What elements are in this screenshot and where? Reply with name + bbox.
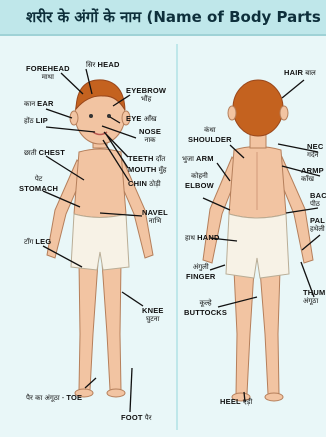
label-palm: PAL हथेली bbox=[310, 216, 325, 234]
label-finger: अंगुली FINGER bbox=[186, 263, 216, 281]
label-eye: EYE आँख bbox=[126, 114, 157, 124]
back-head bbox=[233, 80, 283, 136]
front-figure bbox=[47, 80, 153, 397]
front-right-foot bbox=[107, 389, 125, 397]
label-thumb: THUM अंगूठा bbox=[303, 288, 325, 306]
label-stomach: पेट STOMACH bbox=[19, 175, 58, 193]
label-mouth: MOUTH मुँह bbox=[128, 165, 167, 175]
label-foot: FOOT पैर bbox=[121, 413, 152, 423]
label-back: BAC पीठ bbox=[310, 191, 326, 209]
label-neck: NEC गर्दन bbox=[307, 142, 323, 160]
front-left-eye bbox=[89, 114, 93, 118]
label-navel: NAVEL नाभि bbox=[142, 208, 168, 226]
label-knee: KNEE घुटना bbox=[142, 306, 164, 324]
label-forehead: FOREHEAD माथा bbox=[26, 64, 70, 82]
front-right-leg bbox=[102, 262, 121, 390]
back-left-ear bbox=[228, 106, 236, 120]
label-chest: छाती CHEST bbox=[24, 148, 65, 158]
front-torso bbox=[74, 149, 126, 218]
front-left-leg bbox=[79, 262, 98, 390]
label-nose: NOSE नाक bbox=[139, 127, 161, 145]
label-ear: कान EAR bbox=[24, 99, 54, 109]
label-chin: CHIN ठोड़ी bbox=[128, 179, 161, 189]
label-armpit: ARMP काँख bbox=[301, 166, 324, 184]
label-teeth: TEETH दाँत bbox=[128, 154, 165, 164]
label-elbow: कोहनी ELBOW bbox=[185, 172, 214, 190]
back-right-ear bbox=[280, 106, 288, 120]
label-leg: टाँग LEG bbox=[24, 237, 51, 247]
back-right-leg bbox=[260, 270, 280, 394]
back-left-leg bbox=[234, 270, 254, 394]
back-shorts bbox=[226, 214, 289, 278]
label-shoulder: कंधा SHOULDER bbox=[188, 126, 232, 144]
label-heel: HEEL एड़ी bbox=[220, 397, 252, 407]
label-head: सिर HEAD bbox=[86, 60, 120, 70]
label-hair: HAIR बाल bbox=[284, 68, 316, 78]
label-lip: होंठ LIP bbox=[24, 116, 48, 126]
front-shorts bbox=[71, 214, 129, 270]
label-hand: हाथ HAND bbox=[185, 233, 220, 243]
label-buttocks: कूल्हे BUTTOCKS bbox=[184, 299, 227, 317]
label-toe: पैर का अंगूठा - TOE bbox=[26, 393, 82, 403]
label-arm: भुजा ARM bbox=[182, 154, 214, 164]
label-eyebrow: EYEBROW भौंह bbox=[126, 86, 166, 104]
panel-divider bbox=[176, 44, 178, 430]
back-right-heel bbox=[265, 393, 283, 401]
